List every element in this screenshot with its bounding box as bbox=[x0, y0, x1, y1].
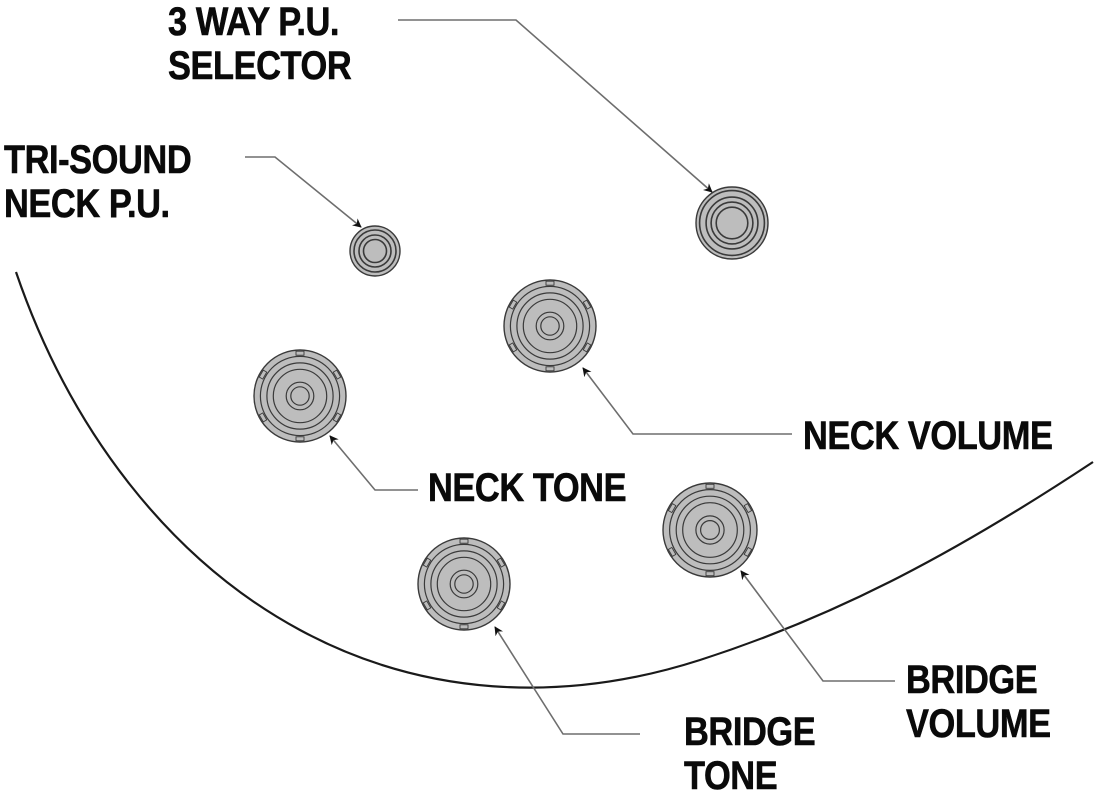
knob-ring bbox=[266, 362, 334, 430]
knob-notch bbox=[459, 624, 469, 630]
knob-notch bbox=[459, 538, 469, 544]
label-bridge-tone: BRIDGE TONE bbox=[684, 710, 816, 799]
controls bbox=[253, 186, 769, 631]
leader-line-neck-tone bbox=[329, 435, 418, 491]
neck-tone-knob[interactable] bbox=[253, 349, 347, 443]
label-3-way-pu-selector: 3 WAY P.U. SELECTOR bbox=[168, 0, 352, 89]
knob-notch bbox=[258, 412, 268, 423]
knob-ring bbox=[454, 574, 474, 594]
label-neck-volume: NECK VOLUME bbox=[803, 414, 1053, 459]
knob-ring bbox=[668, 489, 751, 572]
knob-ring bbox=[358, 234, 392, 268]
knob-notch bbox=[667, 503, 677, 514]
leader-line-selector bbox=[398, 19, 713, 193]
bridge-volume-knob[interactable] bbox=[662, 482, 758, 578]
leader-line-bridge-tone bbox=[494, 626, 640, 735]
knob-ring bbox=[436, 556, 492, 612]
knob-ring bbox=[540, 316, 560, 336]
tri-sound-mini-switch[interactable] bbox=[349, 225, 401, 277]
knob-notch bbox=[422, 557, 432, 568]
knob-ring bbox=[449, 569, 479, 599]
label-line: 3 WAY P.U. bbox=[168, 0, 340, 44]
neck-volume-knob[interactable] bbox=[503, 279, 597, 373]
knob-ring bbox=[353, 229, 397, 273]
leader-lines bbox=[245, 19, 895, 735]
knob-ring bbox=[698, 189, 766, 257]
knob-ring bbox=[682, 502, 738, 558]
knob-ring bbox=[516, 292, 584, 360]
leader-line-tri-sound bbox=[245, 156, 362, 228]
label-line: TONE bbox=[684, 754, 778, 799]
knob-notch bbox=[332, 412, 342, 423]
knob-ring bbox=[695, 515, 725, 545]
knob-ring bbox=[705, 196, 759, 250]
knob-body bbox=[417, 537, 511, 631]
knob-ring bbox=[675, 495, 745, 565]
knob-notch bbox=[496, 557, 506, 568]
knob-notch bbox=[422, 600, 432, 611]
label-line: BRIDGE bbox=[906, 658, 1038, 703]
knob-ring bbox=[430, 550, 498, 618]
knob-notch bbox=[582, 299, 592, 310]
knob-ring bbox=[715, 206, 749, 240]
knob-notch bbox=[258, 369, 268, 380]
knob-ring bbox=[290, 386, 310, 406]
knob-ring bbox=[423, 543, 505, 625]
knob-notch bbox=[295, 350, 305, 356]
knob-ring bbox=[710, 201, 754, 245]
knob-ring bbox=[272, 368, 328, 424]
label-line: BRIDGE bbox=[684, 710, 816, 755]
leader-line-bridge-volume bbox=[740, 570, 895, 682]
label-line: VOLUME bbox=[906, 702, 1052, 747]
knob-body bbox=[349, 225, 401, 277]
knob-body bbox=[503, 279, 597, 373]
selector-switch[interactable] bbox=[695, 186, 769, 260]
leader-line-neck-volume bbox=[582, 367, 792, 435]
label-bridge-volume: BRIDGE VOLUME bbox=[906, 658, 1052, 747]
knob-ring bbox=[699, 519, 720, 540]
knob-ring bbox=[522, 298, 578, 354]
knob-body bbox=[662, 482, 758, 578]
label-tri-sound-neck-pu: TRI-SOUND NECK P.U. bbox=[4, 138, 192, 227]
knob-notch bbox=[545, 366, 555, 372]
knob-notch bbox=[667, 546, 677, 557]
knob-notch bbox=[705, 571, 715, 577]
label-line: NECK VOLUME bbox=[803, 414, 1053, 459]
knob-notch bbox=[508, 299, 518, 310]
label-line: SELECTOR bbox=[168, 44, 352, 89]
knob-ring bbox=[259, 355, 341, 437]
knob-ring bbox=[535, 311, 565, 341]
label-line: NECK P.U. bbox=[4, 182, 171, 227]
label-line: TRI-SOUND bbox=[4, 138, 192, 183]
knob-notch bbox=[582, 342, 592, 353]
label-neck-tone: NECK TONE bbox=[428, 466, 627, 511]
knob-notch bbox=[743, 546, 753, 557]
knob-ring bbox=[362, 238, 388, 264]
knob-notch bbox=[705, 483, 715, 489]
knob-notch bbox=[496, 600, 506, 611]
knob-notch bbox=[295, 436, 305, 442]
knob-body bbox=[253, 349, 347, 443]
knob-notch bbox=[743, 503, 753, 514]
knob-notch bbox=[332, 369, 342, 380]
label-line: NECK TONE bbox=[428, 466, 627, 511]
knob-ring bbox=[285, 381, 315, 411]
bridge-tone-knob[interactable] bbox=[417, 537, 511, 631]
guitar-body-outline bbox=[14, 271, 1094, 689]
knob-notch bbox=[545, 280, 555, 286]
knob-notch bbox=[508, 342, 518, 353]
knob-ring bbox=[509, 285, 591, 367]
